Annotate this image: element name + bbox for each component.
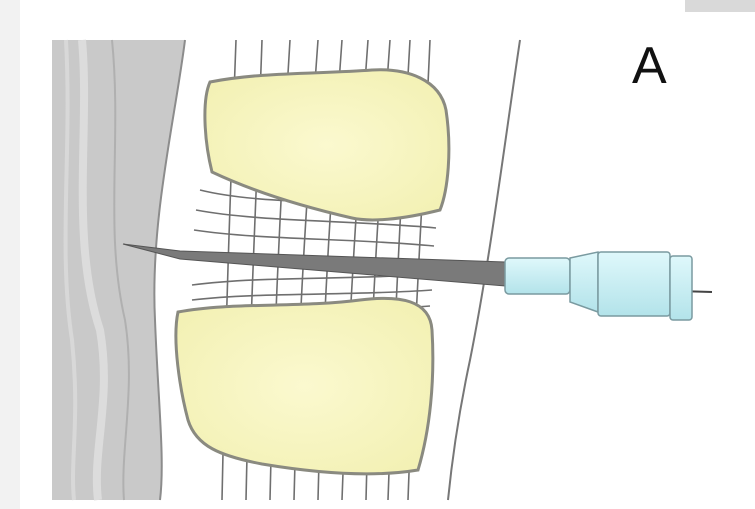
lower-vertebral-body bbox=[176, 298, 433, 473]
panel-label: A bbox=[632, 40, 667, 92]
